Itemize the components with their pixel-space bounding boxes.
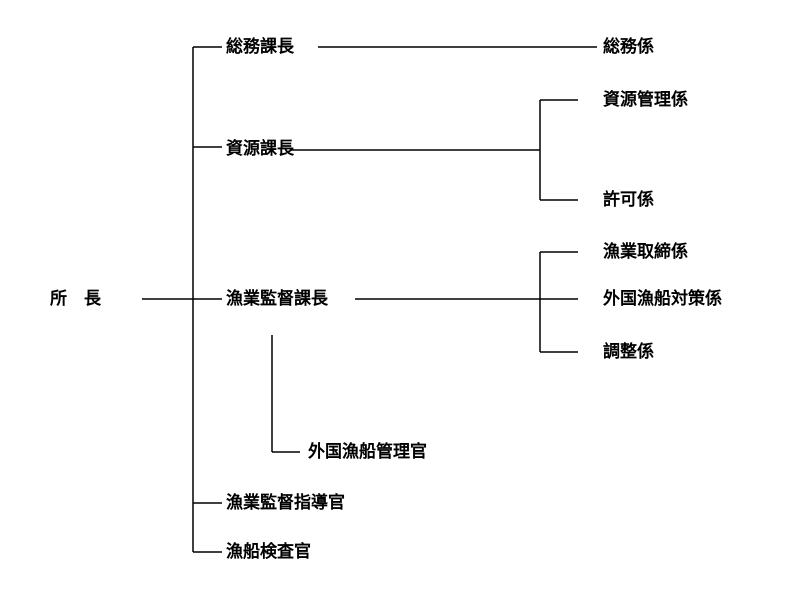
resource-management-unit-label: 資源管理係 — [603, 90, 688, 110]
general-affairs-unit-label: 総務係 — [603, 37, 654, 57]
general-affairs-chief-label: 総務課長 — [226, 37, 294, 57]
foreign-vessel-measures-unit-label: 外国漁船対策係 — [603, 289, 722, 309]
enforcement-chief-label: 漁業監督課長 — [226, 289, 328, 309]
fishery-enforcement-unit-label: 漁業取締係 — [603, 242, 688, 262]
permits-unit-label: 許可係 — [603, 190, 654, 210]
foreign-vessel-manager-label: 外国漁船管理官 — [308, 442, 427, 462]
chief-label: 所 長 — [50, 289, 101, 309]
vessel-inspector-label: 漁船検査官 — [226, 542, 311, 562]
resources-chief-label: 資源課長 — [226, 139, 294, 159]
coordination-unit-label: 調整係 — [603, 342, 654, 362]
enforcement-officer-label: 漁業監督指導官 — [226, 493, 345, 513]
